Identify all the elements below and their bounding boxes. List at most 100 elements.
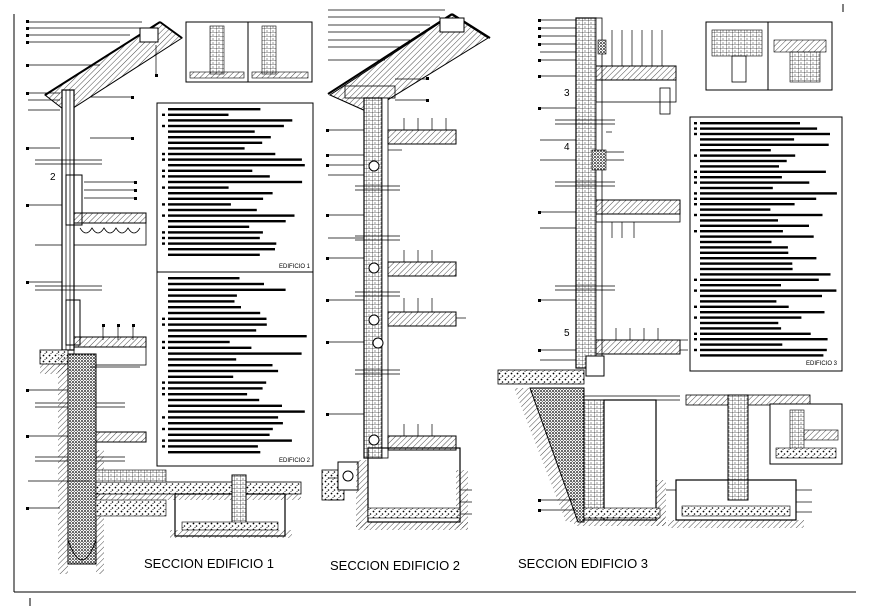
legend-bullet	[694, 278, 697, 281]
legend-text-bar	[168, 404, 282, 407]
legend-bullet	[162, 152, 165, 156]
legend-bullet	[694, 338, 697, 341]
legend-bullet	[694, 154, 697, 157]
legend-text-bar	[700, 267, 793, 271]
legend-text-bar	[168, 124, 284, 128]
legend-text-bar	[700, 181, 810, 184]
detail-inset-edificio-1	[185, 21, 313, 83]
legend-bullet	[694, 170, 697, 173]
legend-bullet	[162, 124, 165, 128]
wall-edificio-2	[363, 97, 389, 459]
legend-text-bar	[168, 381, 267, 384]
legend-text-bar	[700, 343, 783, 346]
legend-bullet	[162, 231, 165, 234]
legend-bullet	[162, 214, 165, 217]
legend-text-bar	[700, 208, 771, 211]
legend-bullet	[162, 236, 165, 240]
legend-text-bar	[168, 282, 264, 286]
legend-text-bar	[700, 251, 789, 254]
detail-mark-2: 2	[50, 172, 56, 183]
legend-text-bar	[700, 284, 781, 287]
legend-text-lines-3	[694, 122, 837, 357]
legend-bullet	[694, 230, 697, 233]
legend-text-bar	[168, 242, 277, 245]
legend-text-bar	[700, 257, 817, 260]
legend-text-bar	[168, 169, 253, 172]
legend-text-bar	[700, 122, 800, 125]
legend-text-bar	[168, 340, 230, 344]
legend-bullet	[162, 323, 165, 326]
legend-text-bar	[700, 273, 831, 276]
callouts-edificio-2-left	[328, 9, 445, 501]
legend-caption-edificio-1: EDIFICIO 1	[279, 264, 311, 270]
legend-text-bar	[168, 288, 286, 291]
legend-bullet	[162, 445, 165, 448]
legend-text-bar	[168, 108, 261, 111]
legend-text-bar	[700, 203, 795, 206]
legend-text-bar	[168, 203, 231, 206]
legend-bullet	[694, 203, 697, 206]
legend-text-bar	[168, 451, 261, 454]
legend-text-bar	[168, 393, 248, 396]
legend-text-bar	[700, 316, 802, 319]
legend-bullet	[694, 197, 697, 200]
legend-bullet	[694, 305, 697, 308]
legend-text-bar	[700, 246, 788, 249]
legend-text-bar	[700, 143, 829, 146]
legend-text-bar	[168, 445, 258, 448]
foundation-edificio-2	[321, 447, 468, 530]
legend-bullet	[694, 176, 697, 179]
legend-text-bar	[700, 327, 782, 330]
legend-bullet	[162, 317, 165, 320]
legend-text-bar	[700, 240, 772, 244]
legend-bullet	[694, 181, 697, 184]
legend-text-bar	[700, 154, 796, 157]
legend-text-bar	[168, 398, 260, 402]
legend-text-bar	[700, 332, 811, 335]
legend-text-bar	[700, 321, 779, 325]
floor-slabs-edificio-2	[387, 129, 457, 451]
legend-bullet	[694, 332, 697, 335]
legend-bullet	[694, 132, 697, 136]
legend-bullet	[694, 122, 697, 125]
section-title-edificio-2: SECCION EDIFICIO 2	[330, 558, 460, 573]
legend-bullet	[694, 127, 697, 130]
legend-text-bar	[168, 375, 234, 378]
legend-bullet	[162, 387, 165, 390]
legend-text-bar	[168, 197, 264, 200]
legend-text-bar	[168, 433, 270, 436]
legend-bullet	[162, 393, 165, 396]
legend-edificio-3: EDIFICIO 3	[689, 116, 843, 372]
detail-inset-edificio-3-top	[705, 21, 833, 91]
legend-text-bar	[168, 329, 257, 332]
callouts-edificio-1-left	[28, 21, 142, 509]
legend-text-bar	[168, 192, 273, 195]
legend-text-bar	[700, 138, 795, 141]
legend-text-bar	[168, 180, 303, 184]
detail-mark-4: 4	[564, 142, 570, 153]
legend-bullet	[162, 381, 165, 384]
legend-bullet	[162, 186, 165, 189]
legend-edificio-1: EDIFICIO 1	[156, 102, 314, 273]
legend-text-bar	[168, 369, 279, 373]
legend-text-bar	[700, 197, 817, 200]
legend-text-bar	[168, 130, 255, 133]
legend-text-lines-1	[162, 108, 305, 256]
legend-text-bar	[168, 422, 283, 425]
legend-bullet	[162, 175, 165, 178]
legend-text-bar	[700, 354, 824, 357]
callouts-edificio-3-right	[606, 30, 812, 513]
legend-text-bar	[168, 277, 240, 280]
legend-bullet	[162, 427, 165, 431]
legend-text-bar	[700, 305, 789, 308]
legend-text-bar	[168, 311, 261, 315]
legend-text-bar	[700, 132, 830, 136]
legend-text-bar	[700, 186, 773, 190]
section-title-edificio-1: SECCION EDIFICIO 1	[144, 556, 274, 571]
legend-text-bar	[168, 253, 260, 256]
legend-text-bar	[168, 186, 229, 189]
legend-text-bar	[168, 214, 295, 217]
legend-text-bar	[700, 213, 823, 217]
legend-caption-edificio-2: EDIFICIO 2	[279, 458, 311, 464]
legend-text-bar	[168, 427, 273, 431]
